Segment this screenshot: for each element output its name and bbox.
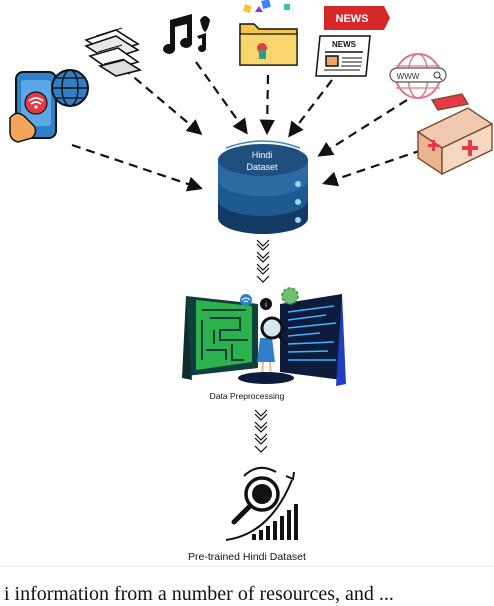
svg-text:NEWS: NEWS bbox=[336, 13, 369, 25]
data-preprocessing-illustration: i bbox=[182, 287, 346, 386]
arrow-phone bbox=[71, 143, 203, 192]
music-icon bbox=[163, 14, 210, 54]
phone-wifi-icon bbox=[9, 71, 57, 143]
database-icon: Hindi Dataset bbox=[218, 140, 308, 234]
books-icon bbox=[84, 27, 143, 77]
arrow-medkit bbox=[322, 148, 423, 187]
chevron-down-arrows-1 bbox=[256, 239, 270, 283]
chevron-down-arrows-2 bbox=[254, 409, 268, 453]
magnifier-chart-icon bbox=[225, 466, 298, 541]
caption-cut-text: i information from a number of resources… bbox=[4, 583, 394, 605]
svg-text:i: i bbox=[265, 302, 267, 309]
pretrained-dataset-label: Pre-trained Hindi Dataset bbox=[188, 551, 306, 563]
arrow-books bbox=[122, 67, 203, 135]
data-preprocessing-label: Data Preprocessing bbox=[209, 391, 285, 401]
arrow-news bbox=[288, 79, 333, 138]
arrow-folder bbox=[259, 74, 275, 136]
medical-kit-icon bbox=[416, 93, 494, 176]
newspaper-icon: NEWS bbox=[315, 35, 371, 77]
svg-text:NEWS: NEWS bbox=[332, 40, 357, 49]
www-globe-icon: WWW bbox=[389, 53, 447, 99]
svg-text:WWW: WWW bbox=[397, 72, 420, 81]
database-label-line2: Dataset bbox=[246, 162, 278, 172]
globe-icon bbox=[51, 69, 89, 107]
folder-icon bbox=[239, 0, 298, 66]
database-label-line1: Hindi bbox=[252, 150, 273, 160]
source-arrows bbox=[71, 61, 423, 192]
news-sign-icon: NEWS bbox=[324, 6, 390, 30]
arrow-www bbox=[317, 99, 408, 157]
arrow-music bbox=[195, 61, 248, 135]
